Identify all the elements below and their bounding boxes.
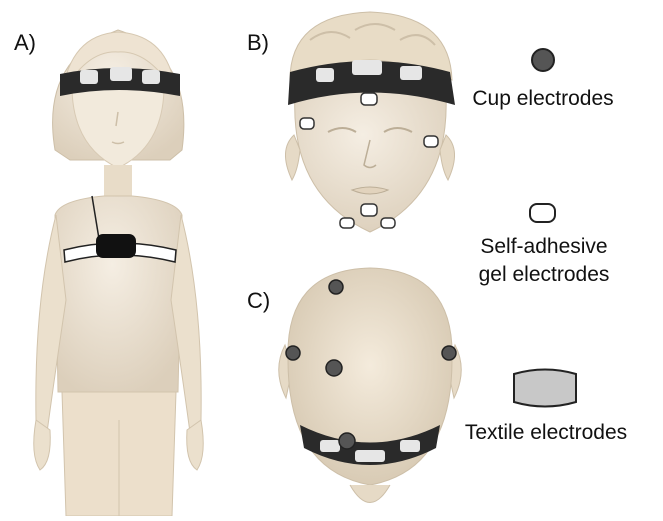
- legend-cup-label: Cup electrodes: [463, 86, 623, 112]
- panel-label-a: A): [14, 30, 36, 56]
- textile-electrode-icon: [514, 370, 576, 407]
- chest-textile-electrode: [96, 234, 136, 258]
- panel-c-head-top-figure: [279, 268, 462, 503]
- jaw-gel-electrode: [340, 218, 354, 228]
- cup-electrode-icon: [532, 49, 554, 71]
- face-headband-pad: [352, 60, 382, 75]
- panel-b-face-figure: [285, 12, 455, 232]
- side-cup-electrode: [286, 346, 300, 360]
- headband-pad: [80, 70, 98, 84]
- side-cup-electrode: [442, 346, 456, 360]
- headband-pad: [110, 67, 132, 81]
- top-headband-pad: [355, 450, 385, 462]
- legend-gel-label-line1: Self-adhesive: [460, 234, 628, 260]
- panel-label-c: C): [247, 288, 270, 314]
- headband-pad: [142, 70, 160, 84]
- gel-electrode-icon: [530, 204, 555, 222]
- legend-textile-label: Textile electrodes: [446, 420, 646, 446]
- top-headband-pad: [320, 440, 340, 452]
- panel-a-body-figure: [34, 30, 204, 516]
- top-cup-electrode: [329, 280, 343, 294]
- center-cup-electrode: [326, 360, 342, 376]
- left-temple-gel-electrode: [300, 118, 314, 129]
- panel-label-b: B): [247, 30, 269, 56]
- face-headband-pad: [316, 68, 334, 82]
- face-headband-pad: [400, 66, 422, 80]
- jaw-gel-electrode: [381, 218, 395, 228]
- back-cup-electrode: [339, 433, 355, 449]
- top-headband-pad: [400, 440, 420, 452]
- forehead-gel-electrode: [361, 93, 377, 105]
- chin-gel-electrode: [361, 204, 377, 216]
- right-temple-gel-electrode: [424, 136, 438, 147]
- legend-gel-label-line2: gel electrodes: [460, 262, 628, 288]
